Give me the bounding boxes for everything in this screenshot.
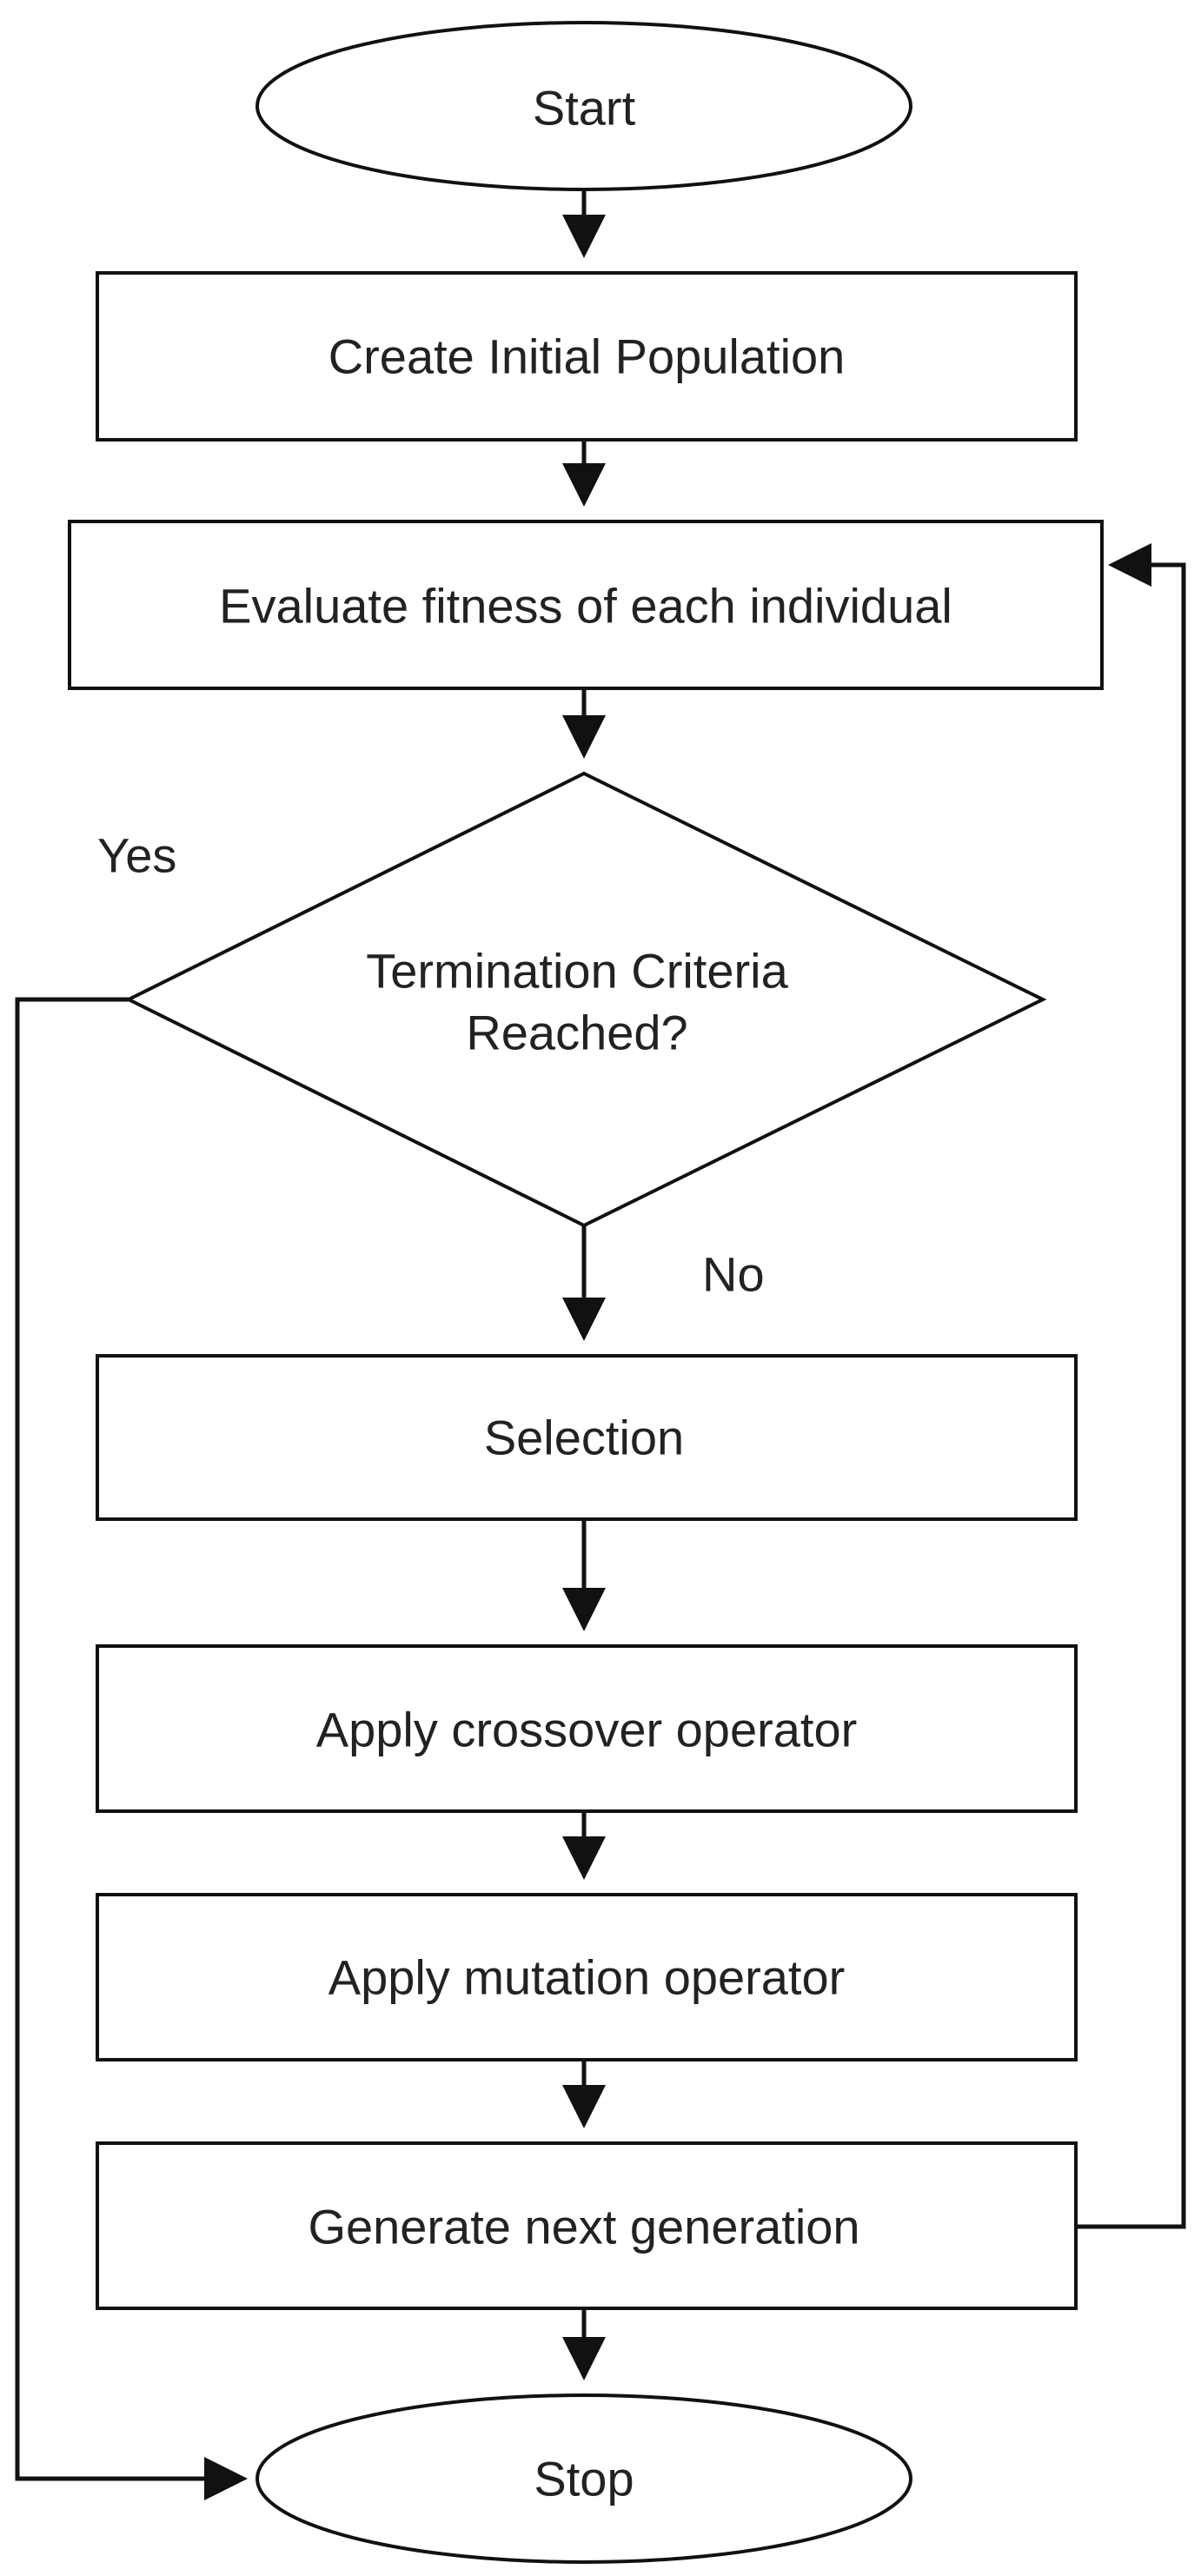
decision-label-line1: Termination Criteria	[366, 944, 788, 999]
loop-back-arrow	[1078, 543, 1186, 2229]
yes-branch-label: Yes	[97, 828, 176, 883]
start-node: Start	[255, 21, 912, 191]
create-population-node: Create Initial Population	[96, 271, 1078, 442]
next-generation-node: Generate next generation	[96, 2141, 1078, 2310]
mutation-node: Apply mutation operator	[96, 1893, 1078, 2061]
termination-decision-node: Termination Criteria Reached?	[124, 771, 1047, 1228]
no-branch-label: No	[702, 1247, 765, 1302]
selection-node: Selection	[96, 1354, 1078, 1521]
connectors	[15, 189, 1186, 2500]
stop-node: Stop	[255, 2393, 912, 2564]
stop-label: Stop	[534, 2452, 634, 2506]
crossover-label: Apply crossover operator	[316, 1703, 858, 1757]
crossover-node: Apply crossover operator	[96, 1644, 1078, 1813]
yes-branch-arrow	[15, 997, 248, 2500]
evaluate-fitness-label: Evaluate fitness of each individual	[219, 579, 952, 634]
start-label: Start	[533, 81, 636, 136]
next-generation-label: Generate next generation	[308, 2200, 859, 2254]
evaluate-fitness-node: Evaluate fitness of each individual	[68, 520, 1104, 690]
decision-label-line2: Reached?	[466, 1006, 687, 1060]
mutation-label: Apply mutation operator	[328, 1950, 846, 2005]
create-population-label: Create Initial Population	[328, 329, 846, 384]
selection-label: Selection	[484, 1411, 684, 1465]
